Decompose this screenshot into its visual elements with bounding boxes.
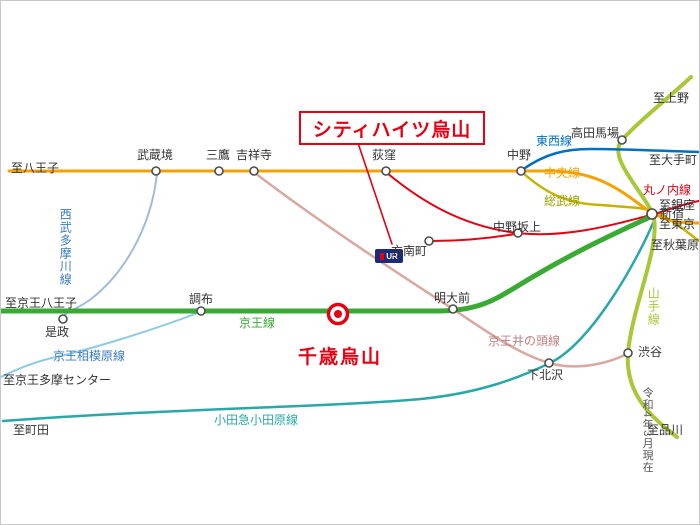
property-callout: シティハイツ烏山 [299, 111, 485, 145]
station-dot-honancho [424, 236, 434, 246]
station-dot-mitaka [214, 166, 224, 176]
label-dest-otemachi: 至大手町 [649, 153, 698, 167]
label-dest-tokyo: 至東京 [659, 217, 696, 231]
label-station-meidaimae: 明大前 [434, 291, 471, 305]
inokashira-line-path [253, 171, 629, 368]
label-line-odakyu: 小田急小田原線 [214, 413, 299, 427]
label-station-ogikubo: 荻窪 [372, 148, 397, 162]
ur-logo-mark-icon [380, 252, 385, 260]
label-line-sagamihara: 京王相模原線 [53, 349, 126, 363]
label-dest-machida: 至町田 [13, 423, 50, 437]
label-dest-akihabara: 至秋葉原 [651, 238, 700, 252]
sobu-line-path [521, 171, 699, 243]
label-dest-ueno: 至上野 [653, 91, 690, 105]
station-dot-nakano [516, 166, 526, 176]
label-dest-keio-tama-center: 至京王多摩センター [3, 373, 112, 387]
label-dest-shinagawa: 至品川 [647, 423, 684, 437]
label-station-chofu: 調布 [189, 292, 214, 306]
label-line-sobu: 総武線 [544, 194, 581, 208]
label-station-shibuya: 渋谷 [638, 345, 663, 359]
label-line-keio: 京王線 [239, 316, 276, 330]
station-dot-shibuya [623, 348, 633, 358]
map-date-note: 令和4年3月現在 [641, 387, 654, 474]
label-station-shimokitazawa: 下北沢 [527, 368, 564, 382]
label-line-marunouchi: 丸ノ内線 [643, 183, 692, 197]
label-station-koremasa: 是政 [45, 325, 70, 339]
tozai-line-path [520, 147, 699, 172]
label-line-chuo: 中央線 [544, 166, 581, 180]
label-station-musashisakai: 武蔵境 [137, 148, 174, 162]
ur-logo-text: UR [386, 251, 398, 261]
station-dot-shinjuku [646, 208, 658, 220]
label-dest-keio-hachioji: 至京王八王子 [5, 296, 78, 310]
odakyu-line-path [1, 221, 655, 423]
station-dot-kichijoji [249, 166, 259, 176]
station-dot-nakanosakaue [513, 228, 523, 238]
label-line-inokashira: 京王井の頭線 [488, 334, 561, 348]
station-dot-ogikubo [381, 166, 391, 176]
label-dest-ginza: 至銀座 [659, 198, 696, 212]
label-station-kichijoji: 吉祥寺 [236, 148, 273, 162]
label-line-tozai: 東西線 [536, 134, 573, 148]
label-station-honancho: 方南町 [391, 244, 428, 258]
label-line-seibu-tamagawa: 西武多摩川線 [58, 208, 73, 286]
label-line-yamanote: 山手線 [646, 287, 661, 326]
label-dest-hachioji: 至八王子 [11, 161, 60, 175]
marunouchi-line-path [386, 172, 699, 236]
ur-logo: UR [375, 249, 403, 263]
callout-leader-line [357, 142, 393, 245]
sagamihara-line-path [1, 311, 201, 378]
label-station-nakano: 中野 [507, 148, 532, 162]
highlight-station-name: 千歳烏山 [298, 347, 383, 368]
station-dot-koremasa [58, 314, 68, 324]
keio-line-path [1, 214, 653, 314]
label-station-mitaka: 三鷹 [206, 148, 231, 162]
label-station-shinjuku: 新宿 [660, 206, 685, 220]
station-dot-meidaimae [448, 304, 458, 314]
marunouchi-branch-path [430, 233, 516, 242]
station-dot-musashisakai [151, 166, 161, 176]
station-dot-shimokitazawa [544, 358, 554, 368]
label-station-takadanobaba: 高田馬場 [571, 126, 620, 140]
yamanote-line-path [616, 75, 693, 439]
station-dot-chofu [196, 306, 206, 316]
station-dot-takadanobaba [617, 135, 627, 145]
chuo-line-path [7, 169, 699, 225]
seibu-tamagawa-line-path [62, 172, 158, 319]
highlight-marker-core [334, 310, 342, 318]
label-station-nakanosakaue: 中野坂上 [493, 220, 542, 234]
